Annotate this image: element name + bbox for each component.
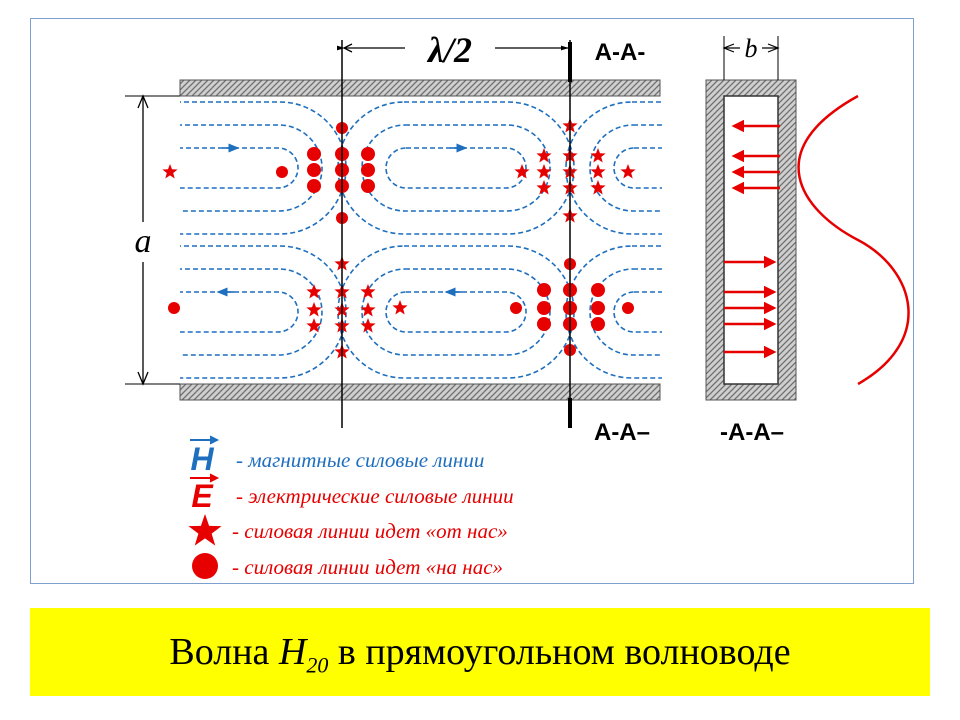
e-field-star	[620, 164, 636, 179]
legend-e-text: - электрические силовые линии	[236, 484, 514, 508]
e-field-dot	[307, 163, 321, 177]
legend-star-text: - силовая линии идет «от нас»	[232, 519, 508, 543]
e-field-dot	[591, 301, 605, 315]
e-field-star	[536, 148, 552, 163]
e-field-star	[536, 180, 552, 195]
title-mode-index: 20	[306, 652, 329, 678]
magnetic-loop	[180, 268, 323, 356]
legend: H - магнитные силовые линии E - электрич…	[188, 435, 514, 579]
e-field-dot	[307, 179, 321, 193]
e-field-star	[360, 318, 376, 333]
legend-star-icon	[188, 514, 222, 546]
e-field-star	[306, 318, 322, 333]
magnetic-loop	[589, 124, 662, 212]
waveguide-diagram: λ/2 A-A- A-A– -A-A– a b H - магнитные си…	[125, 28, 910, 579]
half-wavelength-label: λ/2	[426, 30, 472, 70]
magnetic-loop	[180, 291, 299, 333]
magnetic-loop	[613, 291, 662, 333]
magnetic-loop	[385, 291, 527, 333]
title-mode-letter: H	[278, 631, 307, 673]
waveguide-top-wall	[179, 79, 661, 97]
e-field-dot	[537, 317, 551, 331]
legend-e-symbol: E	[191, 478, 214, 514]
dimension-b-label: b	[745, 34, 758, 63]
magnetic-loop	[565, 101, 662, 235]
e-field-dot	[622, 302, 634, 314]
magnetic-loop	[565, 245, 662, 379]
e-field-star	[590, 164, 606, 179]
e-field-star	[514, 164, 530, 179]
title-prefix: Волна	[169, 631, 279, 673]
magnetic-loop	[337, 101, 575, 235]
e-field-star	[162, 164, 178, 179]
e-field-star	[536, 164, 552, 179]
e-field-dot	[361, 147, 375, 161]
e-field-dot	[537, 301, 551, 315]
e-field-dot	[591, 283, 605, 297]
magnetic-loop	[180, 147, 299, 189]
e-field-dot	[361, 163, 375, 177]
legend-dot-icon	[192, 553, 218, 579]
e-field-star	[590, 148, 606, 163]
magnetic-loop	[385, 147, 527, 189]
e-field-dot	[361, 179, 375, 193]
section-label-side: -A-A–	[720, 419, 784, 446]
legend-h-text: - магнитные силовые линии	[236, 448, 484, 472]
dimension-a-label: a	[135, 223, 152, 260]
e-field-star	[306, 284, 322, 299]
magnetic-loop	[180, 124, 323, 212]
magnetic-loop	[361, 268, 551, 356]
magnetic-loop	[337, 245, 575, 379]
magnetic-loop	[361, 124, 551, 212]
e-field-star	[306, 302, 322, 317]
section-label-bottom: A-A–	[594, 419, 650, 446]
waveguide-bottom-wall	[179, 383, 661, 401]
cross-section-e-arrows	[724, 119, 780, 359]
e-field-dot	[307, 147, 321, 161]
e-field-star	[590, 180, 606, 195]
title-banner: Волна H20 в прямоугольном волноводе	[30, 608, 930, 696]
legend-h-symbol: H	[190, 441, 214, 477]
e-field-star	[392, 300, 408, 315]
legend-dot-text: - силовая линии идет «на нас»	[232, 555, 503, 579]
e-field-dot	[168, 302, 180, 314]
e-field-amplitude-curve	[797, 94, 910, 386]
e-field-dot	[537, 283, 551, 297]
e-field-dot	[276, 166, 288, 178]
e-field-star	[360, 284, 376, 299]
magnetic-field-lines	[180, 101, 662, 379]
section-label-top: A-A-	[595, 39, 646, 66]
e-field-star	[360, 302, 376, 317]
magnetic-loop	[613, 147, 662, 189]
e-field-dot	[510, 302, 522, 314]
figure-frame	[30, 18, 914, 584]
title-suffix: в прямоугольном волноводе	[328, 631, 791, 673]
e-field-dot	[591, 317, 605, 331]
electric-field-markers	[162, 118, 636, 359]
